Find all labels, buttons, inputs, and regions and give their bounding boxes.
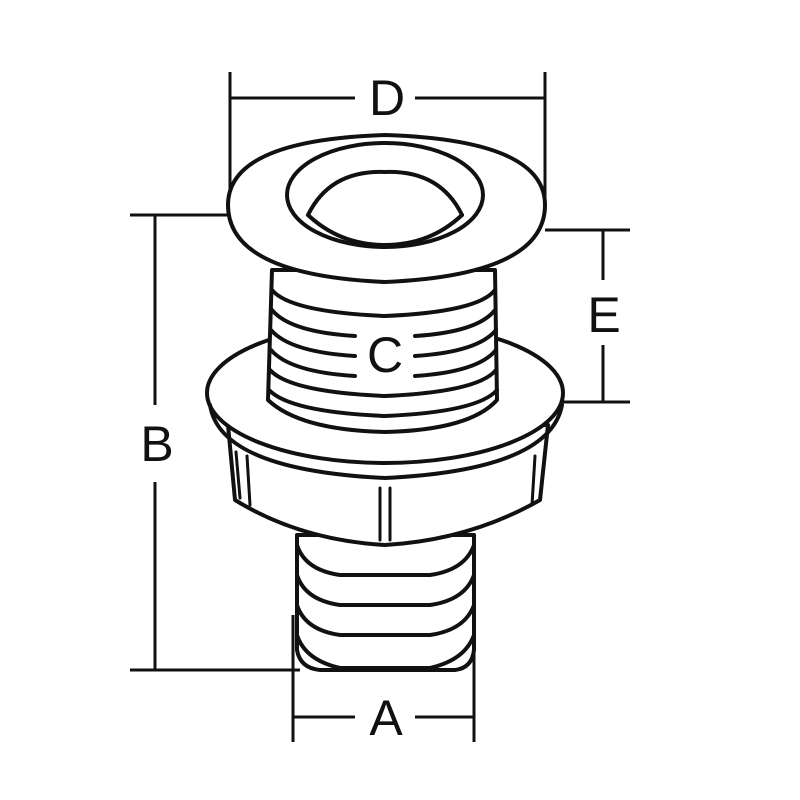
dimension-label-b: B — [140, 416, 174, 472]
dimension-label-a: A — [369, 690, 403, 746]
threaded-body — [266, 268, 499, 434]
top-flange — [226, 133, 547, 284]
dimension-e-lines — [545, 228, 630, 404]
dimension-label-c: C — [366, 327, 404, 383]
dimension-label-d: D — [368, 70, 406, 126]
dimension-b-lines — [130, 213, 300, 672]
hose-barb — [295, 533, 476, 672]
dimension-label-e: E — [587, 287, 621, 343]
